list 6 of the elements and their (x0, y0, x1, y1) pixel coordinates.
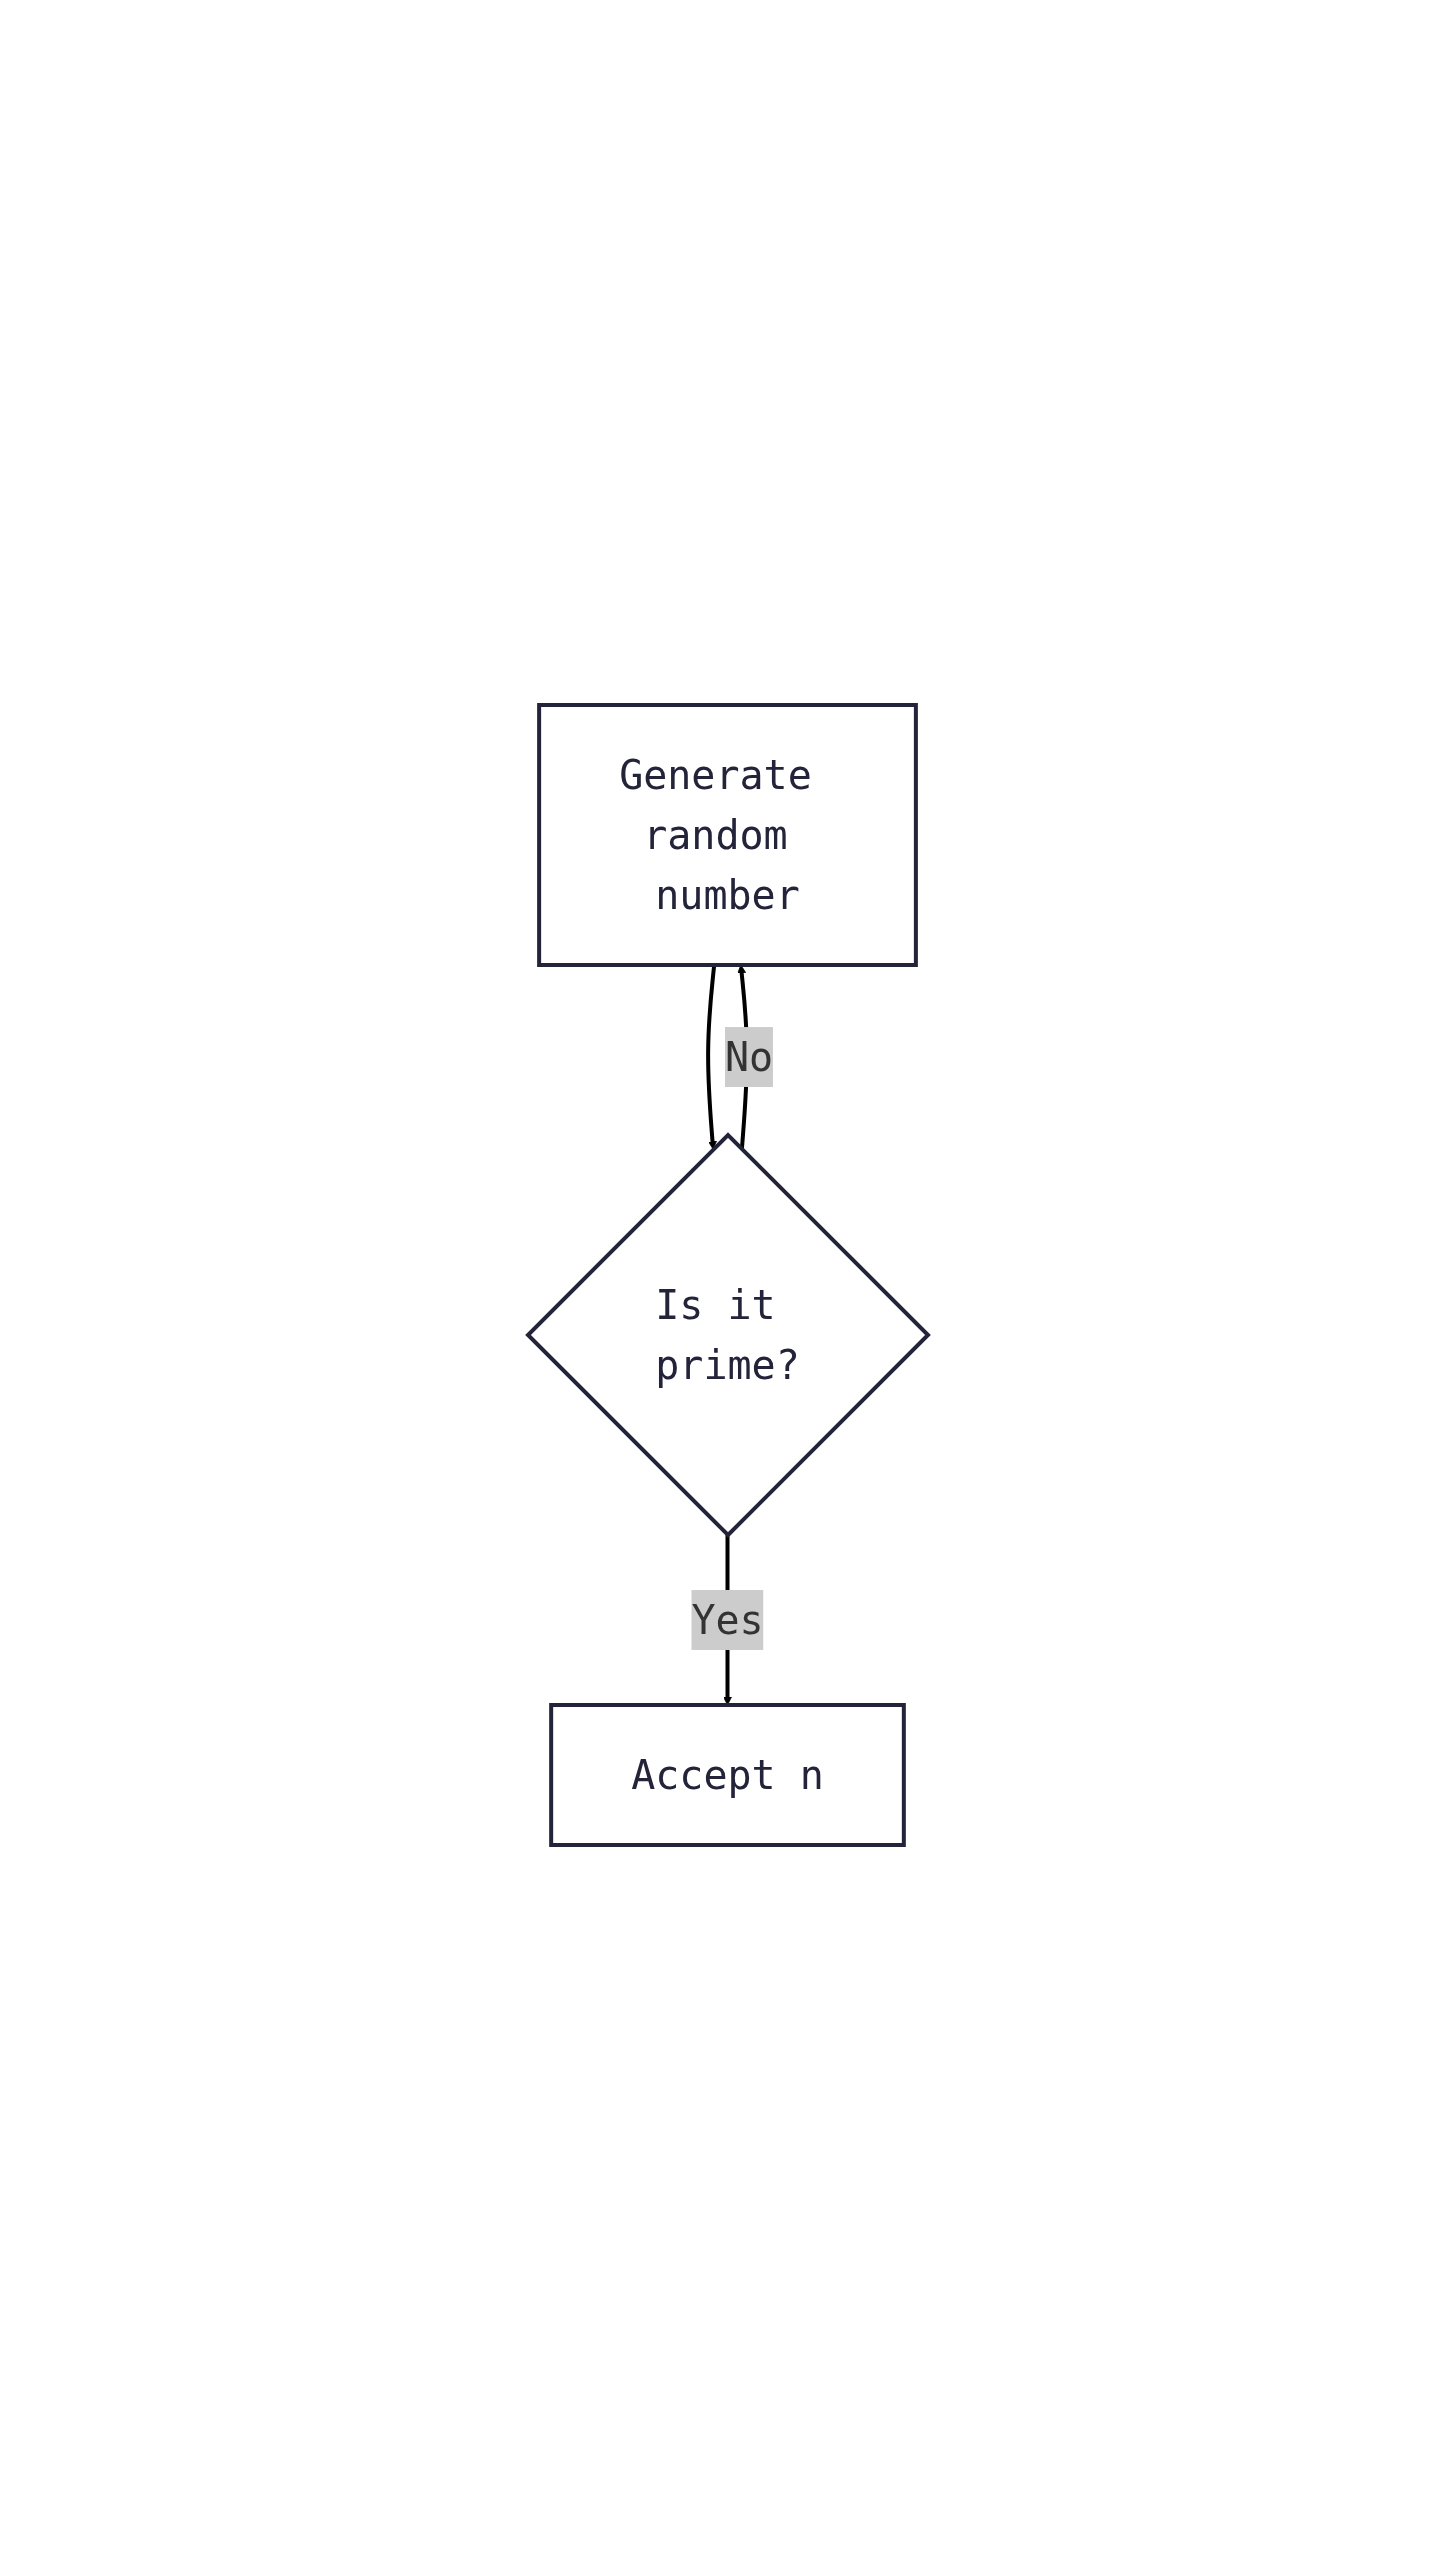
node-diamond: Is it prime? (525, 1131, 931, 1538)
arrow (706, 964, 717, 1150)
edge-label: Yes (691, 1596, 764, 1643)
edge-label: No (724, 1033, 774, 1080)
node-box: Generate random number (537, 702, 918, 967)
node-box: Accept n (549, 1702, 906, 1847)
